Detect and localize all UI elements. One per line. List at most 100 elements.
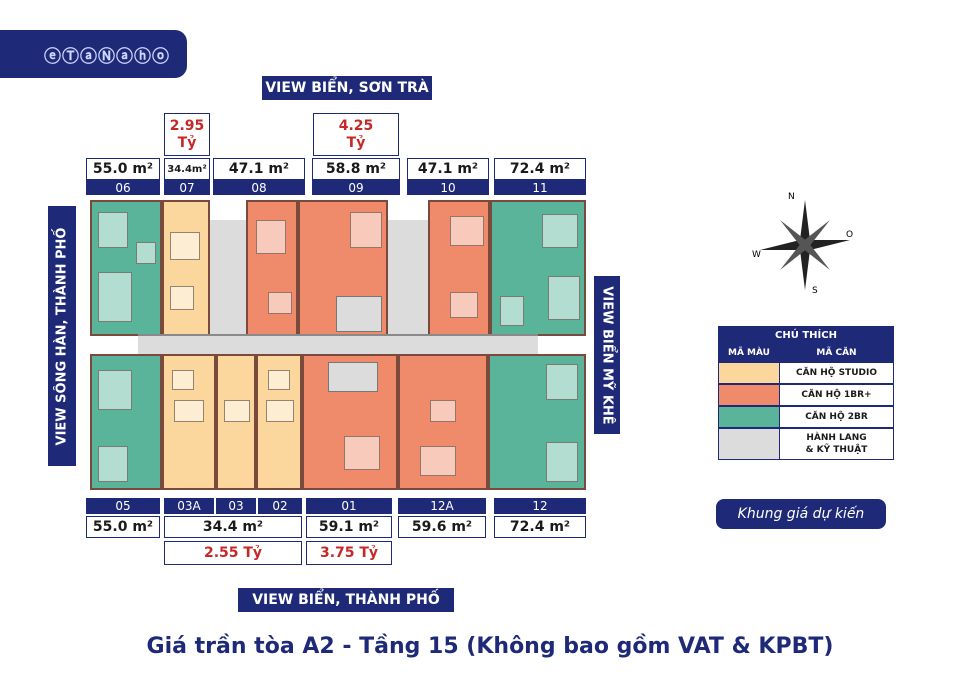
unit-number-11: 11 (494, 180, 586, 195)
legend-row-1br: CĂN HỘ 1BR+ (718, 384, 894, 406)
unit-number-01: 01 (306, 498, 392, 514)
unit-11[interactable] (490, 200, 586, 336)
bathroom (268, 292, 292, 314)
unit-12a[interactable] (398, 354, 488, 490)
bedroom (174, 400, 204, 422)
legend: CHÚ THÍCH MÃ MÀU MÃ CĂN CĂN HỘ STUDIO CĂ… (718, 326, 894, 460)
view-left-text: VIEW SÔNG HÀN, THÀNH PHỐ (54, 227, 70, 445)
legend-label: CĂN HỘ 2BR (805, 412, 868, 422)
bathroom (170, 286, 194, 310)
view-bottom-banner: VIEW BIỂN, THÀNH PHỐ (238, 588, 454, 612)
unit-03[interactable] (216, 354, 256, 490)
area-unit-01: 59.1 m² (306, 516, 392, 538)
bedroom (98, 212, 128, 248)
unit-08[interactable] (246, 200, 298, 336)
bedroom (98, 370, 132, 410)
bedroom (350, 212, 382, 248)
bathroom (268, 370, 290, 390)
price-unit-03: 2.55 Tỷ (164, 541, 302, 565)
footer-caption: Giá trần tòa A2 - Tầng 15 (Không bao gồm… (146, 633, 834, 659)
bathroom (450, 292, 478, 318)
compass-west: W (752, 250, 761, 260)
floor-plan (90, 200, 586, 490)
stair-core (210, 220, 246, 336)
area-unit-12a: 59.6 m² (398, 516, 486, 538)
price-value: 2.95 (169, 117, 205, 134)
brand-logo: ⓔⓉⓐⓃⓐⓗⓞ (0, 30, 187, 78)
area-unit-07: 34.4m² (164, 158, 210, 180)
price-unit-09: 4.25 Tỷ (313, 113, 399, 156)
elevator-lobby (336, 296, 382, 332)
unit-number-10: 10 (407, 180, 489, 195)
legend-row-corridor: HÀNH LANG & KỸ THUẬT (718, 428, 894, 460)
bedroom (546, 442, 578, 482)
price-value: 4.25 (338, 117, 374, 134)
unit-09[interactable] (298, 200, 388, 336)
unit-05[interactable] (90, 354, 162, 490)
unit-number-03: 03 (216, 498, 256, 514)
area-unit-12: 72.4 m² (494, 516, 586, 538)
stair-core (388, 220, 428, 336)
area-unit-06: 55.0 m² (86, 158, 160, 180)
unit-number-05: 05 (86, 498, 160, 514)
area-unit-11: 72.4 m² (494, 158, 586, 180)
compass-north: N (788, 192, 795, 202)
corridor (138, 334, 538, 356)
price-unit-07: 2.95 Tỷ (164, 113, 210, 156)
legend-label: CĂN HỘ STUDIO (796, 368, 877, 378)
bedroom (224, 400, 250, 422)
compass-south: S (812, 286, 818, 296)
area-unit-03-group: 34.4 m² (164, 516, 302, 538)
view-left-banner: VIEW SÔNG HÀN, THÀNH PHỐ (48, 206, 76, 466)
unit-02[interactable] (256, 354, 302, 490)
bedroom (546, 364, 578, 400)
unit-06[interactable] (90, 200, 162, 336)
unit-number-08: 08 (213, 180, 305, 195)
bedroom (542, 214, 578, 248)
bedroom (548, 276, 580, 320)
unit-01[interactable] (302, 354, 398, 490)
bedroom (266, 400, 294, 422)
unit-12[interactable] (488, 354, 586, 490)
unit-number-07: 07 (164, 180, 210, 195)
compass-east: O (846, 230, 854, 240)
bathroom (172, 370, 194, 390)
view-top-banner: VIEW BIỂN, SƠN TRÀ (262, 76, 432, 100)
legend-label: HÀNH LANG & KỸ THUẬT (805, 433, 868, 455)
compass-icon (760, 200, 850, 290)
legend-swatch (719, 429, 780, 459)
view-right-banner: VIEW BIỂN MỸ KHÊ (594, 276, 620, 434)
area-unit-10: 47.1 m² (407, 158, 489, 180)
view-right-text: VIEW BIỂN MỸ KHÊ (599, 285, 615, 425)
legend-title: CHÚ THÍCH (718, 326, 894, 344)
legend-header: MÃ MÀU MÃ CĂN (718, 344, 894, 362)
unit-number-02: 02 (258, 498, 302, 514)
legend-label: CĂN HỘ 1BR+ (801, 390, 872, 400)
bathroom (430, 400, 456, 422)
bedroom (98, 446, 128, 482)
legend-row-2br: CĂN HỘ 2BR (718, 406, 894, 428)
area-unit-09: 58.8 m² (312, 158, 400, 180)
legend-col-code: MÃ CĂN (780, 345, 893, 361)
legend-col-color: MÃ MÀU (719, 345, 780, 361)
compass-rose: N S W O (750, 190, 860, 300)
area-unit-05: 55.0 m² (86, 516, 160, 538)
balcony (500, 296, 524, 326)
price-unit-label: Tỷ (177, 134, 197, 151)
unit-03a[interactable] (162, 354, 216, 490)
bedroom (450, 216, 484, 246)
unit-number-12a: 12A (398, 498, 486, 514)
unit-number-06: 06 (86, 180, 160, 195)
unit-number-12: 12 (494, 498, 586, 514)
area-unit-08: 47.1 m² (213, 158, 305, 180)
price-unit-01: 3.75 Tỷ (306, 541, 392, 565)
bedroom (344, 436, 380, 470)
unit-number-03a: 03A (164, 498, 214, 514)
legend-row-studio: CĂN HỘ STUDIO (718, 362, 894, 384)
elevator-lobby (328, 362, 378, 392)
unit-10[interactable] (428, 200, 490, 336)
legend-swatch (719, 407, 780, 427)
unit-number-09: 09 (312, 180, 400, 195)
unit-07[interactable] (162, 200, 210, 336)
bathroom (136, 242, 156, 264)
